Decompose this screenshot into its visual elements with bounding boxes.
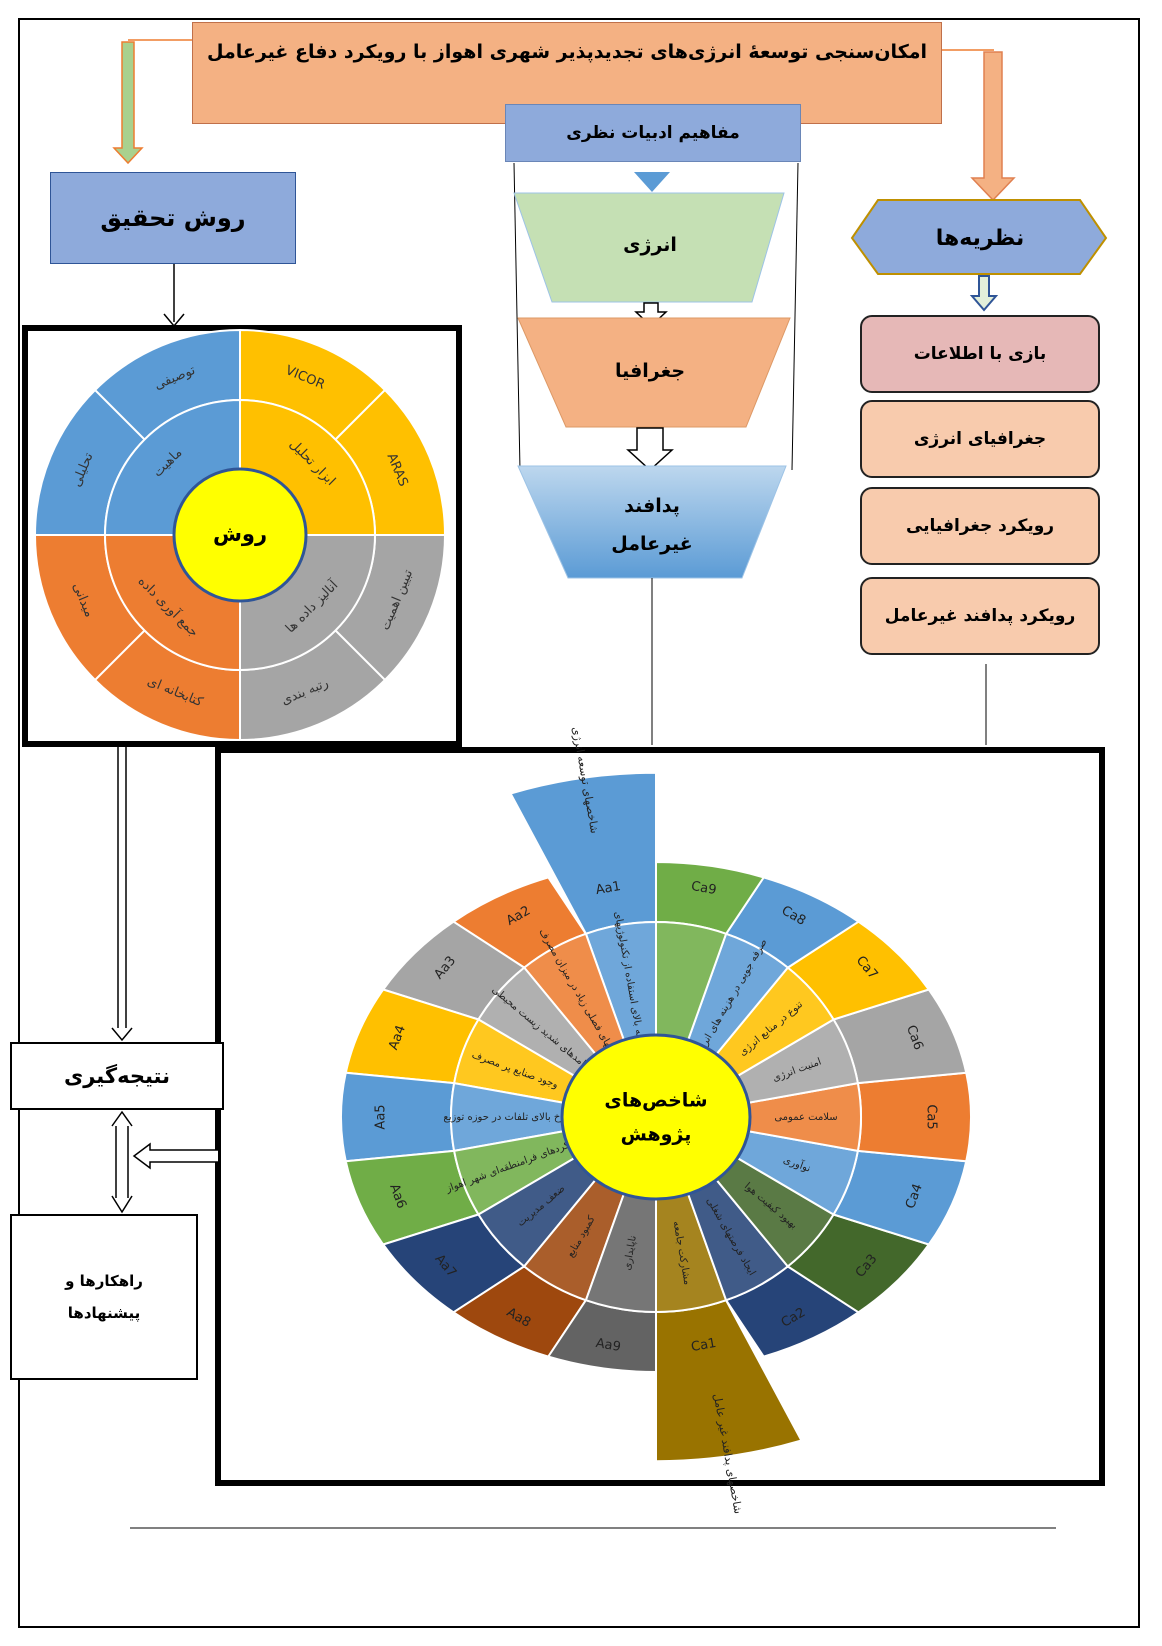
indicators-center <box>560 1033 752 1201</box>
theory-item: رویکرد پدافند غیرعامل <box>860 577 1100 655</box>
concept-geography-label: جغرافیا <box>614 360 686 382</box>
page-frame <box>18 18 1140 1628</box>
arrow-to-energy <box>634 172 670 192</box>
arrow-to-theory-items <box>969 275 999 312</box>
indicator-code: Aa1 <box>595 879 622 898</box>
recommendations-box: راهکارها و پیشنهادها <box>10 1214 198 1380</box>
indicator-inner-label: سلامت عمومی <box>774 1112 837 1123</box>
indicator-inner-label: نرخ بالای تلفات در حوزه توزیع <box>443 1112 568 1123</box>
funnel-level-defense <box>517 465 787 579</box>
method-center-label: روش <box>213 522 267 546</box>
method-header: روش تحقیق <box>50 172 296 264</box>
conclusion-box: نتیجه‌گیری <box>10 1042 224 1110</box>
indicator-code: Ca5 <box>924 1104 939 1129</box>
indicator-code: Ca1 <box>690 1336 718 1355</box>
funnel-level-geography <box>517 317 791 428</box>
theories-hexagon <box>850 199 1108 275</box>
recommendations-line-2: پیشنهادها <box>67 1304 141 1322</box>
method-connectors <box>163 264 185 328</box>
arrow-to-defense <box>626 427 674 472</box>
funnel-level-energy <box>513 192 785 303</box>
arrow-to-theories <box>970 51 1016 202</box>
indicator-outer-segment <box>340 1071 456 1163</box>
concepts-header: مفاهیم ادبیات نظری <box>505 104 801 162</box>
concepts-funnel <box>513 162 799 745</box>
concept-energy-label: انرژی <box>623 234 677 256</box>
concept-defense-label: پدافند غیرعامل <box>611 495 693 555</box>
theory-item: جغرافیای انرژی <box>860 400 1100 478</box>
recommendations-line-1: راهکارها و <box>65 1272 143 1290</box>
indicator-code: Aa5 <box>374 1104 389 1129</box>
indicators-center-line-2: پژوهش <box>621 1124 692 1146</box>
indicators-center-line-1: شاخص‌های <box>604 1090 707 1112</box>
indicator-code: Ca9 <box>690 879 718 898</box>
arrow-to-method <box>112 41 144 165</box>
method-center <box>172 467 308 603</box>
theory-item: بازی با اطلاعات <box>860 315 1100 393</box>
conclusion-to-recommendations <box>111 1110 218 1214</box>
theory-item: رویکرد جغرافیایی <box>860 487 1100 565</box>
theories-header: نظریه‌ها <box>935 225 1025 251</box>
indicator-code: Aa9 <box>595 1336 622 1355</box>
method-to-conclusion <box>111 746 133 1042</box>
indicator-outer-segment <box>856 1071 972 1163</box>
title-connectors <box>128 39 994 51</box>
